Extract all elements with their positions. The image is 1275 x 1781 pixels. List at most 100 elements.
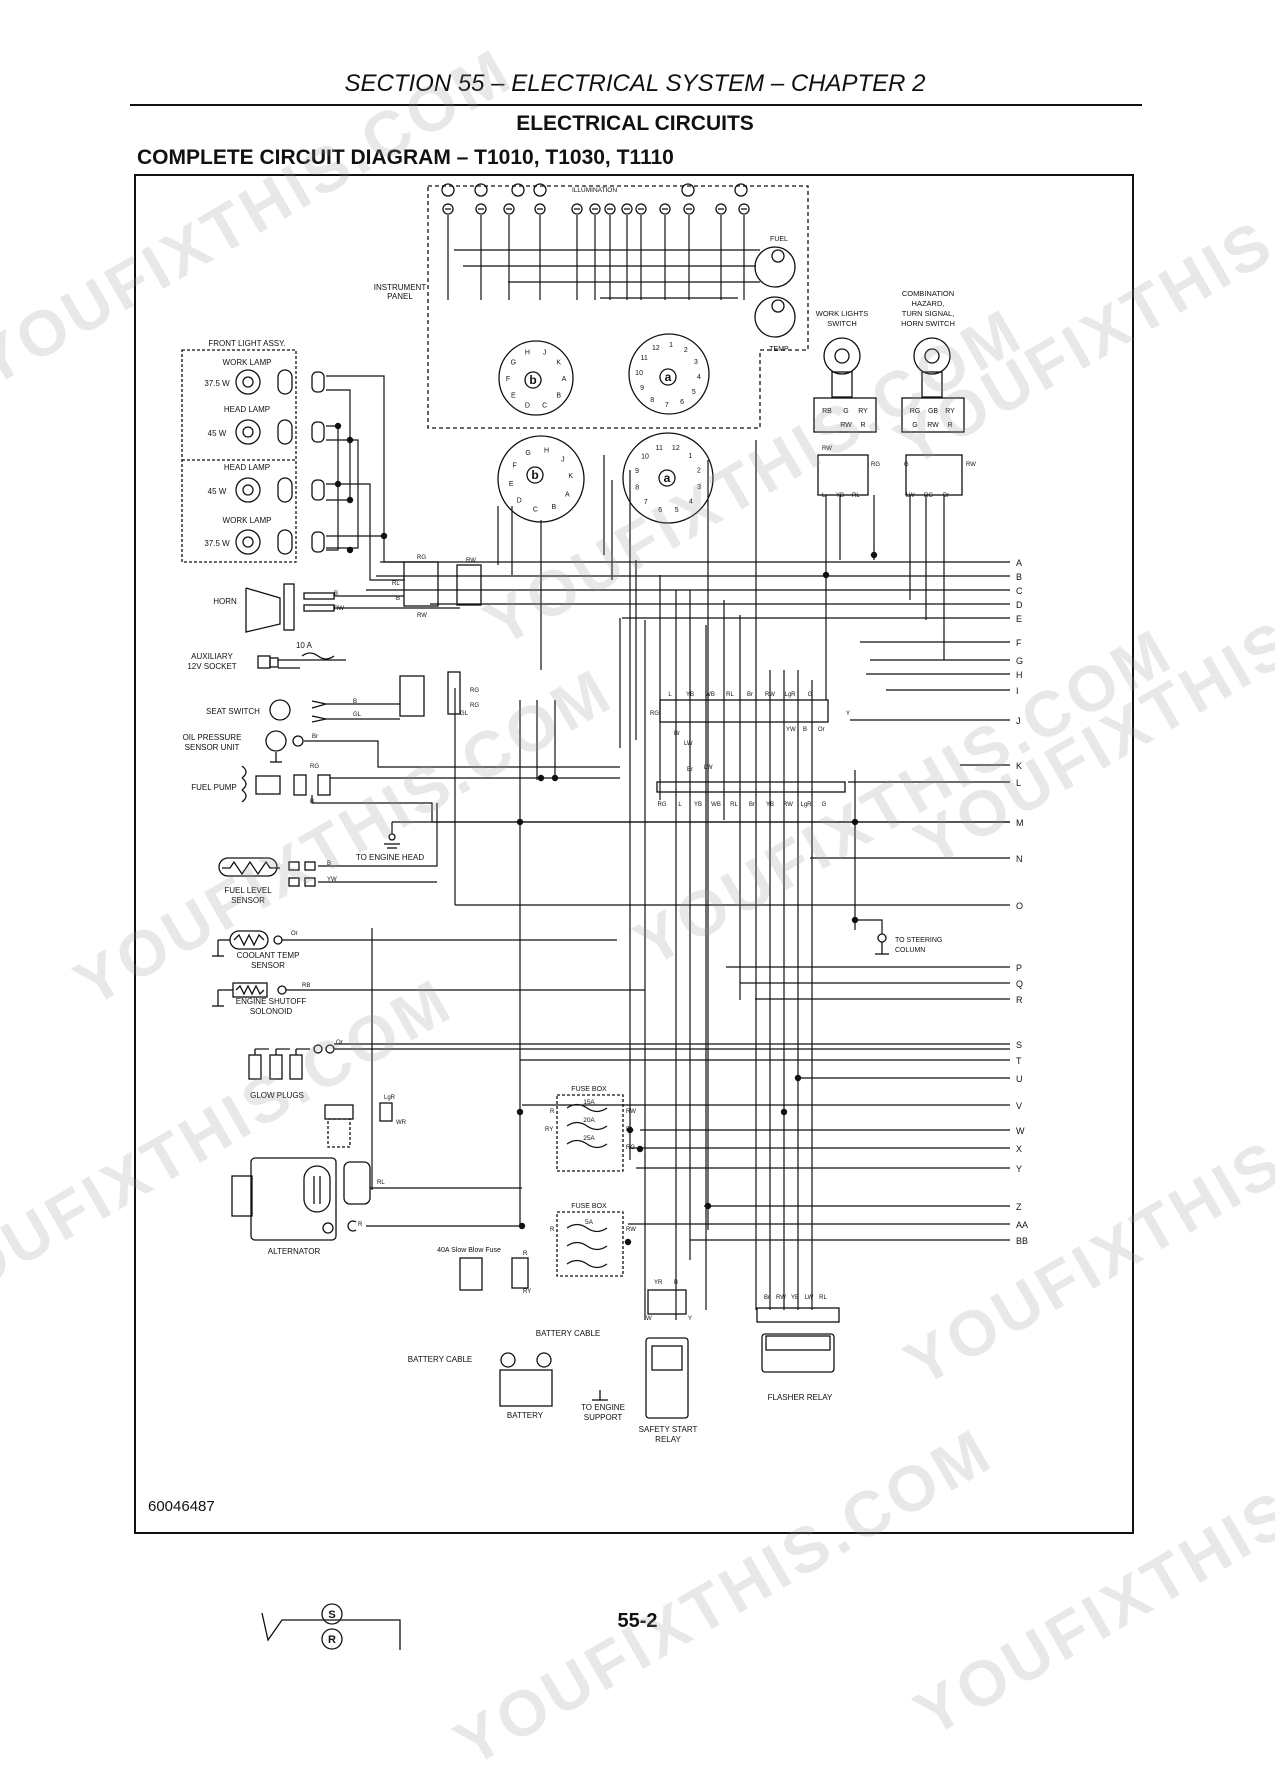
pin-label: 3: [694, 359, 698, 366]
engine-shutoff-label: ENGINE SHUTOFF: [236, 997, 307, 1006]
wire-code: RL: [392, 581, 400, 587]
junction-dot: [346, 546, 354, 554]
oil-pressure-label: SENSOR UNIT: [185, 743, 240, 752]
pin-label: J: [561, 456, 565, 463]
work-lights-switch: [823, 337, 861, 375]
plug-pin: LW: [906, 493, 915, 499]
pin-label: D: [525, 403, 530, 410]
pin-label: B: [556, 392, 561, 399]
alternator-terminal: [322, 1222, 334, 1234]
wire-code: LW: [684, 741, 693, 747]
wire-code: RG: [310, 764, 319, 770]
horn-body: [283, 583, 295, 631]
oil-pressure-sensor: [265, 730, 287, 752]
terminal-v: V: [1016, 1101, 1022, 1111]
wire-code: YR: [654, 1280, 663, 1286]
aux-socket: [257, 655, 271, 669]
aux-socket-label: AUXILIARY: [191, 652, 233, 661]
glow-plug: [248, 1054, 262, 1080]
panel-connector-a: [659, 368, 677, 386]
aux-socket: [269, 657, 279, 668]
wire-code: YB: [791, 1295, 799, 1301]
alternator: [250, 1157, 337, 1241]
warning-icon: [511, 183, 525, 197]
wire-code: RW: [765, 692, 775, 698]
lamp-reflector: [277, 369, 293, 395]
wire-code: WR: [396, 1120, 407, 1126]
lamp-reflector: [277, 419, 293, 445]
wire-code: YW: [327, 877, 337, 883]
terminal-f: F: [1016, 638, 1022, 648]
wire-code: L: [678, 802, 682, 808]
panel-connector-b: [524, 371, 542, 389]
to-engine-head-label: TO ENGINE HEAD: [356, 853, 425, 862]
pin-label: 9: [635, 468, 639, 475]
pin-label: 1: [669, 342, 673, 349]
pin-label: A: [565, 491, 570, 498]
instrument-panel-label: INSTRUMENT: [374, 283, 427, 292]
wire-code: B: [327, 861, 331, 867]
junction-dot: [516, 1108, 524, 1116]
panel-connector-a: [628, 333, 710, 415]
pin-label: 8: [650, 397, 654, 404]
terminal-m: M: [1016, 818, 1024, 828]
combination-switch: [924, 348, 940, 364]
plug-pin: RW: [822, 446, 832, 452]
work-lights-switch-stem: [831, 371, 853, 398]
pin-label: 11: [641, 355, 648, 362]
horn-terminal: [303, 604, 335, 612]
terminal-u: U: [1016, 1074, 1023, 1084]
junction-dot: [851, 916, 859, 924]
lamp-wattage: 45 W: [208, 429, 227, 438]
fuel-gauge: [771, 249, 785, 263]
lamp-label: WORK LAMP: [223, 516, 272, 525]
lamp-wattage: 45 W: [208, 487, 227, 496]
wire-code: LW: [805, 1295, 814, 1301]
fuse: [566, 1223, 608, 1233]
terminal-z: Z: [1016, 1202, 1022, 1212]
plug-pin: R: [860, 422, 865, 429]
indicator-lamp: [635, 203, 647, 215]
pin-label: J: [543, 349, 547, 356]
combo-switch-harness-plug: [905, 454, 963, 496]
wire-code: L: [668, 692, 672, 698]
wire-code: RW: [783, 802, 793, 808]
slow-blow-fuse-holder: [511, 1257, 529, 1289]
combination-switch: [913, 337, 951, 375]
seat-switch-label: SEAT SWITCH: [206, 707, 260, 716]
fuse-rating: 20A: [583, 1117, 595, 1124]
wire-code: RW: [626, 1227, 636, 1233]
figure-number: 60046487: [148, 1498, 215, 1515]
junction-dot: [851, 818, 859, 826]
glow-plug: [269, 1054, 283, 1080]
plug: [304, 861, 316, 871]
wire-code: RW: [776, 1295, 786, 1301]
to-engine-support-label: SUPPORT: [584, 1413, 623, 1422]
fuse-box-1: [556, 1094, 624, 1172]
starter-r-terminal: [321, 1628, 343, 1650]
combination-switch-label: HAZARD,: [912, 299, 945, 308]
plug-pin: Br: [943, 493, 949, 499]
pin-label: E: [509, 481, 514, 488]
oil-pressure-sensor: [292, 735, 304, 747]
harness-connector-upper: [659, 699, 829, 723]
fuel-pump: [255, 775, 281, 795]
lamp-filament: [242, 536, 254, 548]
wire-code: B: [334, 591, 338, 597]
pin-label: F: [506, 376, 510, 383]
fuse-empty: [566, 1259, 608, 1269]
harness-connector-a: [622, 432, 714, 524]
pin-label: 6: [680, 399, 684, 406]
fuse: [566, 1139, 608, 1149]
plug-pin: RG: [924, 493, 933, 499]
wire-code: B: [353, 699, 357, 705]
pin-label: C: [542, 403, 547, 410]
wire: [855, 919, 883, 934]
plug: [288, 877, 300, 887]
seat-switch-terminal: [311, 700, 327, 709]
lamp: [235, 419, 261, 445]
wire-code: R: [550, 1227, 555, 1233]
glow-relay: [324, 1104, 354, 1120]
terminal-l: L: [1016, 778, 1021, 788]
